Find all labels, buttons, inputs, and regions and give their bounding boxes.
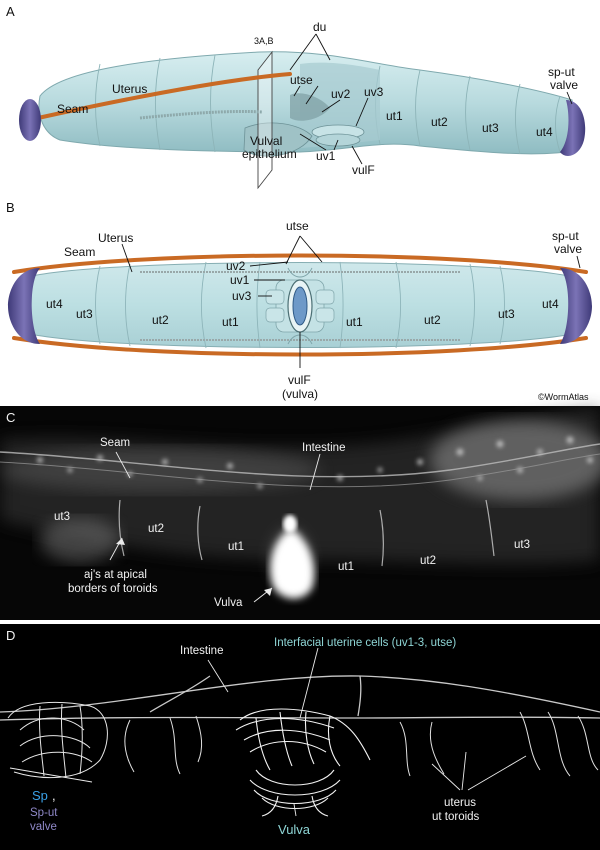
label-seam-a: Seam bbox=[57, 102, 88, 116]
panel-b-letter: B bbox=[6, 200, 15, 215]
label-ut2-left-b: ut2 bbox=[152, 313, 169, 327]
ut3-haze bbox=[40, 518, 120, 562]
panel-c-letter: C bbox=[6, 410, 15, 425]
label-sp-ut-line1: Sp-ut bbox=[30, 807, 58, 819]
label-seam-c: Seam bbox=[100, 437, 130, 449]
panel-c: C Seam Intestine ut3 ut2 ut1 ut1 ut2 ut3… bbox=[0, 406, 600, 620]
vulva-glow-tip bbox=[283, 515, 297, 533]
label-sp-ut-valve-a-line1: sp-ut bbox=[548, 65, 575, 79]
panel-d-leader-lines bbox=[9, 647, 527, 817]
label-vulf-b-line2: (vulva) bbox=[282, 387, 318, 401]
panel-d-background bbox=[0, 624, 600, 850]
uterine-toroids-d bbox=[124, 711, 599, 777]
vulva-glow bbox=[270, 530, 315, 599]
label-sp-ut-valve-b-line2: valve bbox=[554, 242, 582, 256]
label-seam-b: Seam bbox=[64, 245, 95, 259]
label-uterus-d-line2: ut toroids bbox=[432, 811, 480, 823]
label-du: du bbox=[313, 20, 326, 34]
left-end-cap bbox=[19, 99, 41, 141]
label-ut3-right-c: ut3 bbox=[514, 539, 530, 551]
label-sp-ut-valve-b-line1: sp-ut bbox=[552, 229, 579, 243]
label-uv1-b: uv1 bbox=[230, 273, 250, 287]
label-vulva-d: Vulva bbox=[278, 822, 311, 837]
label-uv1-a: uv1 bbox=[316, 149, 336, 163]
vulva-rings-d bbox=[249, 769, 341, 817]
label-plane-3ab: 3A,B bbox=[254, 36, 274, 46]
intestine-haze-left bbox=[0, 448, 320, 492]
label-ut3-a: ut3 bbox=[482, 121, 499, 135]
panel-d: D Intestine Interfacial uterine cells (u… bbox=[0, 624, 600, 850]
label-ut3-right-b: ut3 bbox=[498, 307, 515, 321]
label-ut3-left-b: ut3 bbox=[76, 307, 93, 321]
label-vulf-b-line1: vulF bbox=[288, 373, 311, 387]
label-utse-b: utse bbox=[286, 219, 309, 233]
label-ut2-a: ut2 bbox=[431, 115, 448, 129]
label-ut3-left-c: ut3 bbox=[54, 511, 70, 523]
label-uterus-a: Uterus bbox=[112, 82, 147, 96]
seam-lower-track bbox=[139, 109, 263, 120]
panel-d-letter: D bbox=[6, 628, 15, 643]
toroid-junctions bbox=[118, 499, 495, 567]
label-ut2-right-c: ut2 bbox=[420, 555, 436, 567]
vulf-inner-b bbox=[292, 286, 308, 326]
panel-b: B bbox=[6, 200, 592, 402]
label-interfacial-uterine-cells: Interfacial uterine cells (uv1-3, utse) bbox=[274, 637, 456, 649]
copyright-text: ©WormAtlas bbox=[538, 392, 589, 402]
seam-line-top-b bbox=[12, 253, 588, 274]
label-ajs-line1: aj's at apical bbox=[84, 569, 147, 581]
arrowhead-vulva bbox=[264, 588, 272, 596]
sp-ut-valve-right-b bbox=[560, 268, 592, 344]
panel-a: A bbox=[6, 4, 586, 190]
arrowhead-ajs bbox=[116, 538, 125, 545]
label-ut2-right-b: ut2 bbox=[424, 313, 441, 327]
label-ut1-a: ut1 bbox=[386, 109, 403, 123]
panel-b-leader-lines bbox=[121, 235, 581, 368]
label-vulf-a: vulF bbox=[352, 163, 375, 177]
panel-a-leader-lines bbox=[289, 33, 573, 165]
seam-line-c-2 bbox=[0, 453, 600, 488]
label-uv2-a: uv2 bbox=[331, 87, 351, 101]
panel-a-letter: A bbox=[6, 4, 15, 19]
interfacial-cells-cluster bbox=[235, 708, 371, 771]
utse-region bbox=[290, 93, 330, 121]
label-sp: Sp bbox=[32, 788, 48, 803]
label-uterus-d-line1: uterus bbox=[444, 797, 476, 809]
vulval-epithelium-shape bbox=[243, 122, 313, 157]
spermatheca-net bbox=[7, 701, 108, 779]
label-uterus-b: Uterus bbox=[98, 231, 133, 245]
label-ut1-right-c: ut1 bbox=[338, 561, 354, 573]
label-sp-comma: , bbox=[52, 788, 56, 803]
label-utse-a: utse bbox=[290, 73, 313, 87]
label-ut4-a: ut4 bbox=[536, 125, 553, 139]
label-ut1-left-c: ut1 bbox=[228, 541, 244, 553]
label-uv3-b: uv3 bbox=[232, 289, 252, 303]
seam-line-c bbox=[0, 443, 600, 478]
sp-ut-valve-left-b bbox=[8, 268, 40, 344]
intestine-outline-d bbox=[0, 675, 600, 721]
interfacial-cells-b bbox=[265, 267, 335, 345]
label-intestine-c: Intestine bbox=[302, 442, 345, 454]
sp-ut-valve-shape-a bbox=[560, 100, 586, 156]
label-sp-ut-valve-a-line2: valve bbox=[550, 78, 578, 92]
section-plane bbox=[257, 50, 273, 190]
label-ut1-right-b: ut1 bbox=[346, 315, 363, 329]
label-vulva-c: Vulva bbox=[214, 597, 243, 609]
label-ut1-left-b: ut1 bbox=[222, 315, 239, 329]
label-ut4-right-b: ut4 bbox=[542, 297, 559, 311]
seam-line bbox=[36, 72, 292, 120]
label-uv2-b: uv2 bbox=[226, 259, 246, 273]
label-ut4-left-b: ut4 bbox=[46, 297, 63, 311]
label-intestine-d: Intestine bbox=[180, 645, 223, 657]
label-vulval-epithelium-line2: epithelium bbox=[242, 147, 297, 161]
label-ajs-line2: borders of toroids bbox=[68, 583, 158, 595]
label-sp-ut-line2: valve bbox=[30, 821, 57, 833]
label-uv3-a: uv3 bbox=[364, 85, 384, 99]
label-ut2-left-c: ut2 bbox=[148, 523, 164, 535]
label-vulval-epithelium-line1: Vulval bbox=[250, 134, 282, 148]
